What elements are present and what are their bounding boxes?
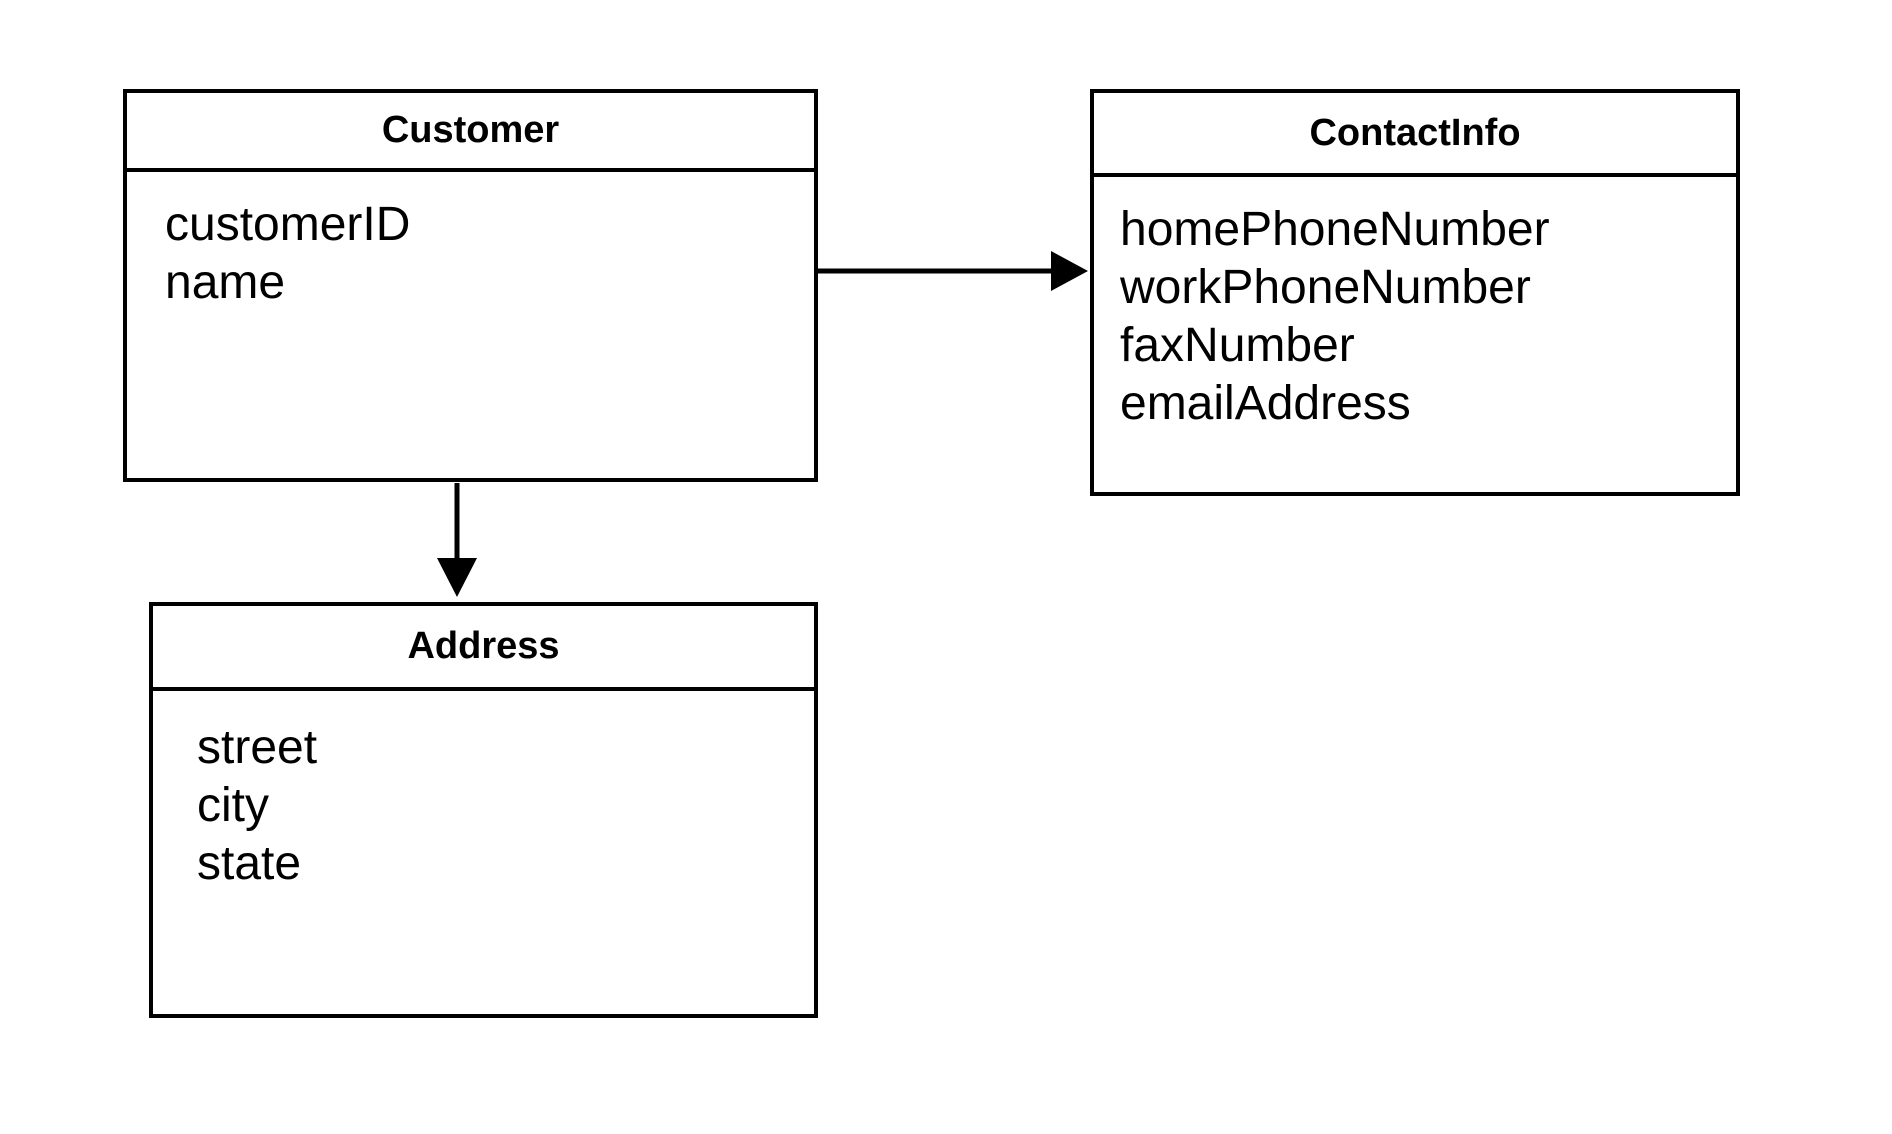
- arrowhead-right-icon: [1051, 251, 1088, 291]
- arrow-customer-to-address: [437, 483, 477, 597]
- class-attribute: street: [197, 721, 318, 774]
- class-attribute: name: [165, 256, 286, 309]
- class-attribute: city: [197, 779, 269, 832]
- arrowhead-down-icon: [437, 558, 477, 597]
- class-attributes: street city state: [153, 691, 814, 893]
- class-attributes: customerID name: [127, 172, 814, 312]
- class-title: ContactInfo: [1094, 93, 1736, 177]
- class-box-contactinfo: ContactInfo homePhoneNumber workPhoneNum…: [1090, 89, 1740, 496]
- class-box-address: Address street city state: [149, 602, 818, 1018]
- class-title: Address: [153, 606, 814, 691]
- class-box-customer: Customer customerID name: [123, 89, 818, 482]
- class-attributes: homePhoneNumber workPhoneNumber faxNumbe…: [1094, 177, 1736, 433]
- class-attribute: customerID: [165, 198, 411, 251]
- class-attribute: workPhoneNumber: [1120, 261, 1531, 314]
- class-attribute: faxNumber: [1120, 319, 1355, 372]
- class-attribute: homePhoneNumber: [1120, 203, 1550, 256]
- class-attribute: state: [197, 837, 302, 890]
- class-title: Customer: [127, 93, 814, 172]
- arrow-customer-to-contactinfo: [817, 251, 1088, 291]
- class-attribute: emailAddress: [1120, 377, 1411, 430]
